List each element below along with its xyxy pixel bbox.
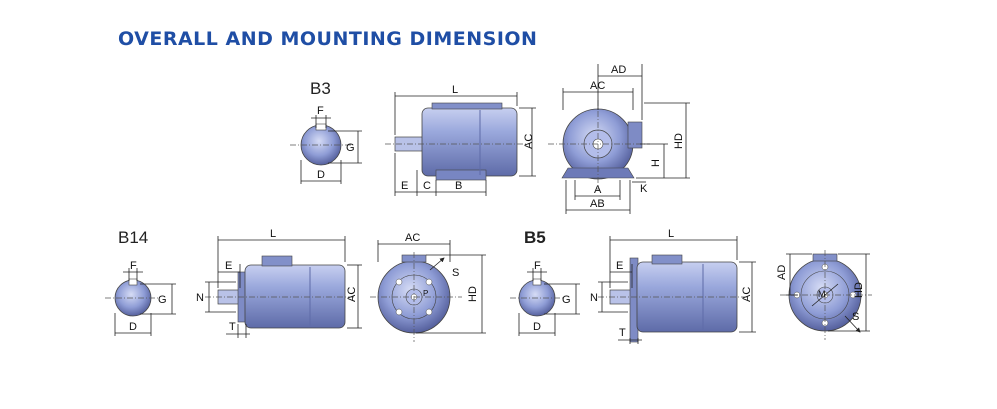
b3-front-view: AD AC HD H A AB K: [548, 64, 690, 214]
b14-shaft-section: F G D: [105, 260, 176, 336]
b5-front-view: M AD HD S: [776, 250, 872, 340]
b5-shaft-g: G: [562, 294, 571, 306]
b3-front-a: A: [594, 184, 602, 196]
page-title: OVERALL AND MOUNTING DIMENSION: [118, 28, 538, 50]
b14-front-view: AC S P HD: [370, 232, 486, 342]
b14-side-l: L: [270, 228, 276, 240]
b5-shaft-section: F G D: [510, 260, 580, 336]
b14-shaft-d: D: [129, 321, 137, 333]
b5-shaft-f: F: [534, 260, 541, 272]
b5-side-t: T: [619, 327, 626, 339]
b14-shaft-g: G: [158, 294, 167, 306]
b5-side-l: L: [668, 228, 674, 240]
b3-side-ac: AC: [523, 134, 535, 149]
b14-front-p: P: [423, 289, 428, 298]
b3-front-ad: AD: [611, 64, 626, 76]
b14-front-ac: AC: [405, 232, 420, 244]
section-label-b14: B14: [118, 228, 149, 247]
b3-side-view: L AC E C B: [385, 84, 536, 196]
b14-shaft-f: F: [130, 260, 137, 272]
b5-side-n: N: [590, 292, 598, 304]
b3-shaft-g: G: [346, 142, 355, 154]
b5-front-hd: HD: [853, 282, 865, 298]
b14-side-view: L E N T AC: [196, 228, 362, 338]
b3-shaft-section: F G D: [290, 105, 362, 184]
b5-side-view: L E N T AC: [590, 228, 756, 344]
b5-front-s: S: [852, 311, 859, 323]
b3-side-e: E: [401, 180, 408, 192]
b3-shaft-f: F: [317, 105, 324, 117]
b14-front-hd: HD: [467, 286, 479, 302]
b3-front-ab: AB: [590, 198, 605, 210]
b3-side-l: L: [452, 84, 458, 96]
b14-side-n: N: [196, 292, 204, 304]
b3-front-h: H: [650, 159, 662, 167]
b5-side-e: E: [616, 260, 623, 272]
section-label-b5: B5: [524, 228, 546, 247]
section-label-b3: B3: [310, 79, 331, 98]
b5-shaft-d: D: [533, 321, 541, 333]
b3-front-hd: HD: [673, 133, 685, 149]
b3-side-c: C: [423, 180, 431, 192]
b14-side-ac: AC: [346, 287, 358, 302]
b14-front-s: S: [452, 267, 459, 279]
b14-side-t: T: [229, 321, 236, 333]
b3-side-b: B: [455, 180, 462, 192]
b5-front-m: M: [818, 289, 826, 299]
b3-front-k: K: [640, 183, 648, 195]
b3-shaft-d: D: [317, 169, 325, 181]
b14-side-e: E: [225, 260, 232, 272]
b5-front-ad: AD: [776, 265, 788, 280]
b5-side-ac: AC: [741, 287, 753, 302]
b3-front-ac: AC: [590, 80, 605, 92]
